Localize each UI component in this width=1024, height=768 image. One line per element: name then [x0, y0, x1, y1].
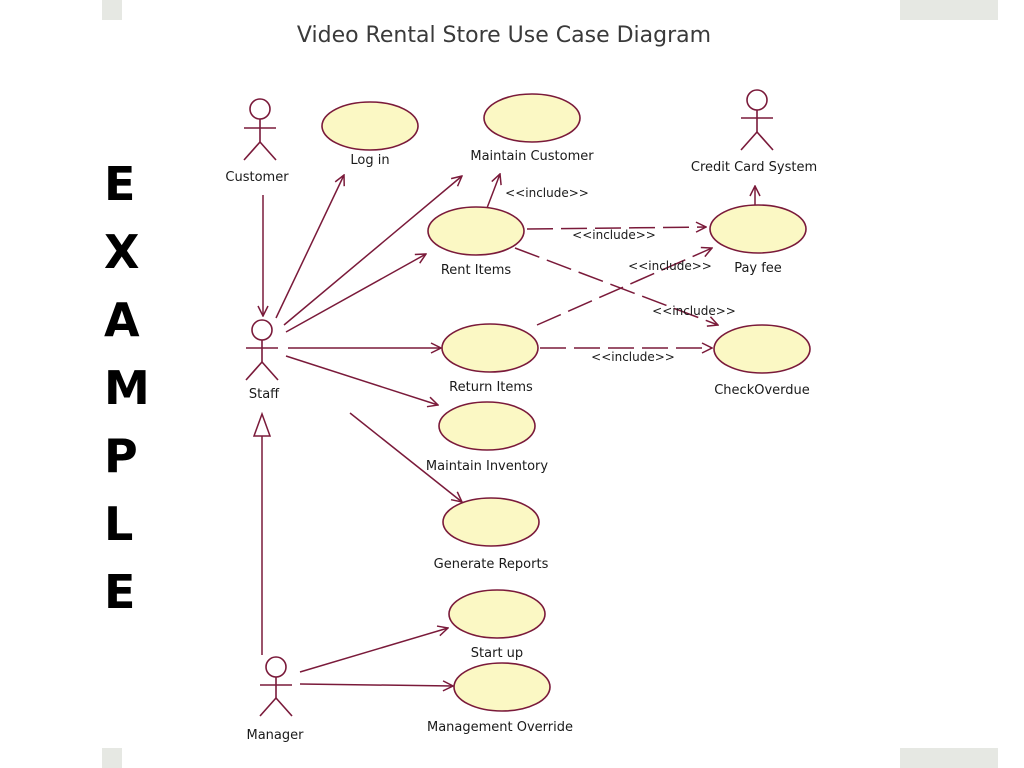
letter: X: [104, 225, 140, 279]
use-case-return-items: [441, 323, 539, 373]
letter: M: [104, 361, 150, 415]
manager-label: Manager: [247, 728, 305, 743]
use-case-pay-fee: [709, 204, 807, 254]
letter: P: [104, 429, 138, 483]
log-in-label: Log in: [350, 153, 389, 168]
use-case-maintain-inventory: [438, 401, 536, 451]
include-label-rent-check-overdue: <<include>>: [652, 304, 736, 318]
maintain-customer-label: Maintain Customer: [470, 149, 594, 164]
diagram-title: Video Rental Store Use Case Diagram: [297, 23, 711, 48]
return-items-label: Return Items: [449, 380, 533, 395]
credit-card-system-label: Credit Card System: [691, 160, 817, 175]
use-case-check-overdue: [713, 324, 811, 374]
corner-block-top-right: [900, 0, 998, 20]
credit-card-system-actor: [740, 89, 774, 151]
rent-to-maintain-customer-arrow: [486, 174, 500, 209]
staff-to-generate-reports-arrow: [349, 412, 462, 502]
use-case-rent-items: [427, 206, 525, 256]
start-up-label: Start up: [471, 646, 523, 661]
generalization-arrowhead: [252, 411, 272, 437]
letter: L: [104, 497, 134, 551]
manager-actor: [259, 656, 293, 717]
letter: A: [104, 293, 140, 347]
maintain-inventory-label: Maintain Inventory: [426, 459, 548, 474]
staff-to-maintain-customer-arrow: [283, 176, 462, 326]
generate-reports-label: Generate Reports: [434, 557, 549, 572]
include-label-rent-pay-fee: <<include>>: [572, 228, 656, 242]
include-label-return-check-overdue: <<include>>: [591, 350, 675, 364]
staff-actor: [245, 319, 279, 381]
staff-to-maintain-inventory-arrow: [285, 355, 438, 405]
customer-actor: [243, 98, 277, 161]
manager-to-management-override-arrow: [299, 684, 453, 686]
use-case-start-up: [448, 589, 546, 639]
letter: E: [104, 565, 136, 619]
manager-to-start-up-arrow: [299, 628, 448, 673]
letter: E: [104, 157, 136, 211]
staff-to-log-in-arrow: [275, 175, 344, 319]
include-lines: [514, 227, 718, 348]
corner-block-top-left: [102, 0, 122, 20]
use-case-management-override: [453, 662, 551, 712]
staff-to-rent-items-arrow: [285, 254, 426, 333]
use-case-log-in: [321, 101, 419, 151]
vertical-example-word: E X A M P L E: [104, 150, 154, 626]
return-include-pay-fee-line: [536, 248, 712, 326]
staff-label: Staff: [249, 387, 280, 402]
use-case-maintain-customer: [483, 93, 581, 143]
use-case-generate-reports: [442, 497, 540, 547]
check-overdue-label: CheckOverdue: [714, 383, 810, 398]
include-label-maintain-customer: <<include>>: [505, 186, 589, 200]
rent-include-pay-fee-line: [526, 227, 706, 229]
association-lines: [252, 174, 755, 686]
management-override-label: Management Override: [427, 720, 573, 735]
customer-label: Customer: [225, 170, 289, 185]
rent-include-check-overdue-line: [514, 247, 718, 325]
corner-block-bottom-right: [900, 748, 998, 768]
rent-items-label: Rent Items: [441, 263, 512, 278]
pay-fee-label: Pay fee: [734, 261, 782, 276]
include-label-return-pay-fee: <<include>>: [628, 259, 712, 273]
corner-block-bottom-left: [102, 748, 122, 768]
